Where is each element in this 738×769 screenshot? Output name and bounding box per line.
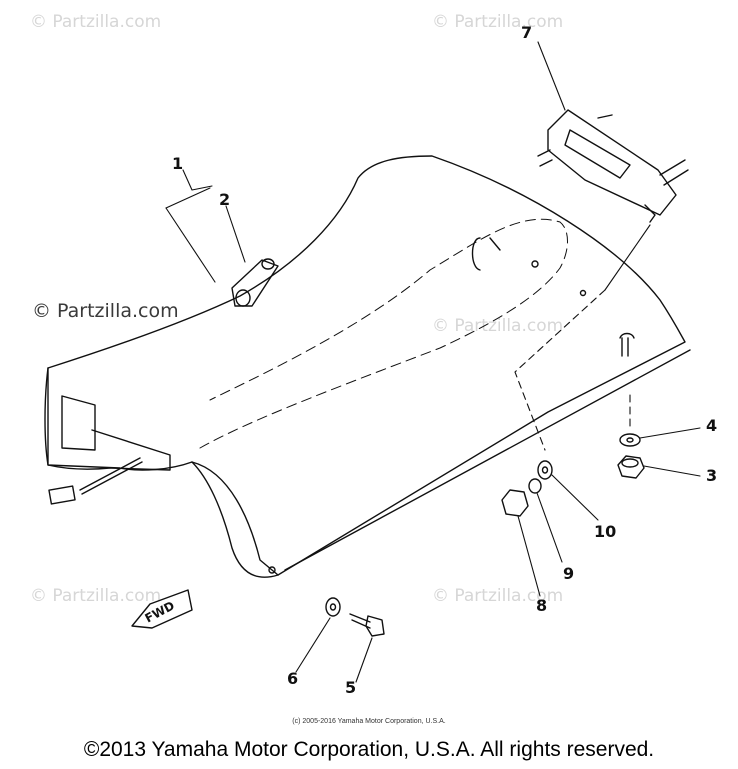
seat-hinge xyxy=(231,258,279,307)
fwd-arrow xyxy=(131,589,193,629)
callout-1: 1 xyxy=(172,154,184,173)
watermark: © Partzilla.com xyxy=(432,316,564,336)
callout-9: 9 xyxy=(563,564,575,583)
watermark: © Partzilla.com xyxy=(30,12,162,32)
callout-4: 4 xyxy=(706,416,718,435)
washer-part-4 xyxy=(619,433,641,447)
callout-6: 6 xyxy=(287,669,299,688)
seat-bracket xyxy=(537,109,689,223)
watermark: © Partzilla.com xyxy=(432,12,564,32)
seat-cushion xyxy=(44,155,686,578)
washer-part-6 xyxy=(325,597,341,617)
callout-5: 5 xyxy=(345,678,357,697)
callout-2: 2 xyxy=(219,190,231,209)
callout-8: 8 xyxy=(536,596,548,615)
callout-7: 7 xyxy=(521,23,533,42)
nut-part-3 xyxy=(617,455,645,479)
washer-part-10 xyxy=(537,460,553,480)
nut-part-8 xyxy=(501,489,529,517)
copyright-notice: ©2013 Yamaha Motor Corporation, U.S.A. A… xyxy=(83,738,655,761)
washer-part-9 xyxy=(528,478,542,494)
bolt-part-5 xyxy=(349,613,385,637)
watermark-dark: © Partzilla.com xyxy=(32,300,179,322)
wire-harness xyxy=(48,457,143,505)
watermark: © Partzilla.com xyxy=(30,586,162,606)
seat-inner-contour xyxy=(199,218,568,449)
callout-10: 10 xyxy=(594,522,617,541)
seat-front-bracket xyxy=(61,395,171,471)
seat-bottom-edge xyxy=(191,461,279,576)
seat-front-face xyxy=(47,367,111,470)
fine-print: (c) 2005-2016 Yamaha Motor Corporation, … xyxy=(292,718,446,725)
watermark: © Partzilla.com xyxy=(432,586,564,606)
seat-stud xyxy=(619,332,635,357)
callout-3: 3 xyxy=(706,466,718,485)
